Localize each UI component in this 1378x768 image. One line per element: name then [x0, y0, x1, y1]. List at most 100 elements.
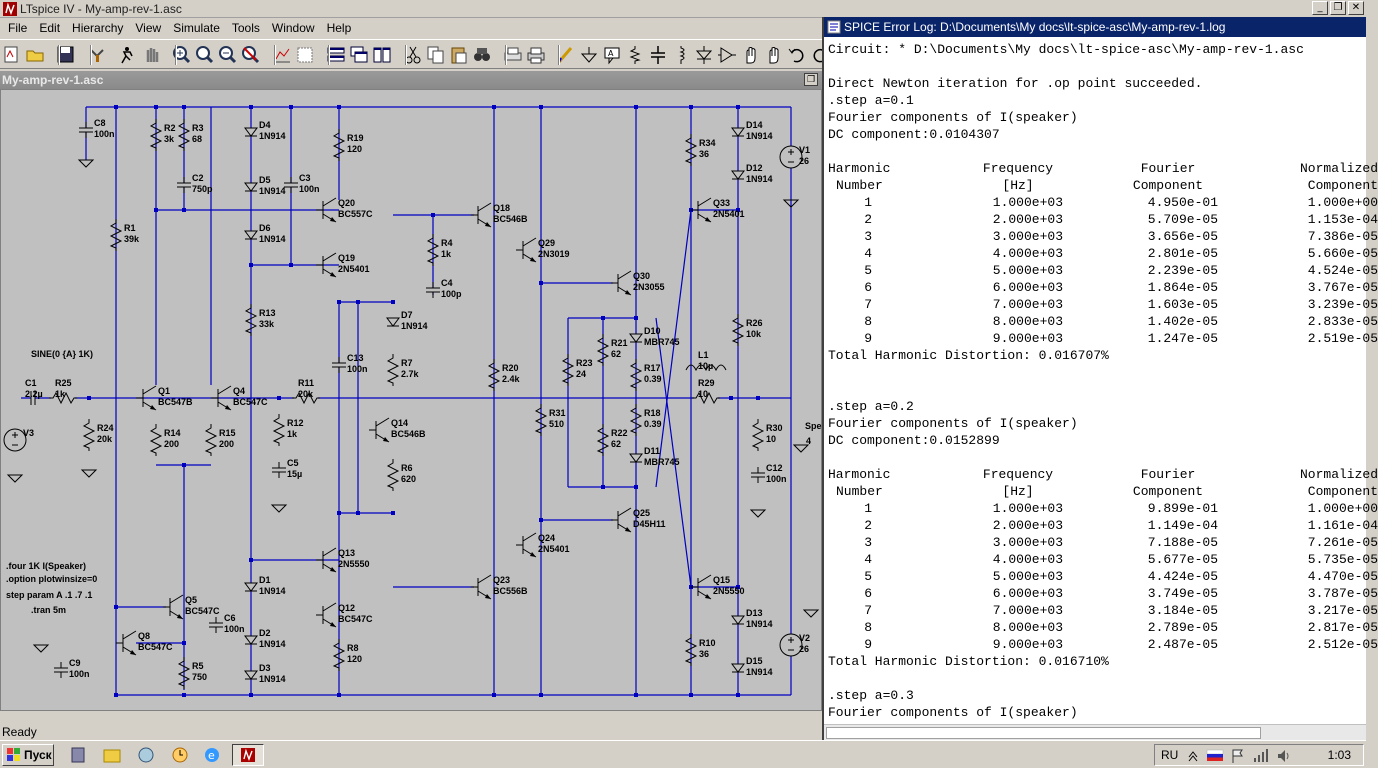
scrollbar-thumb[interactable] [826, 727, 1261, 739]
component-d14[interactable] [731, 127, 745, 137]
component-r31[interactable] [534, 404, 548, 436]
component-c6[interactable] [208, 617, 224, 633]
component-c13[interactable] [331, 357, 347, 373]
minimize-button[interactable]: _ [1312, 1, 1328, 15]
component-r6[interactable] [386, 459, 400, 491]
component-d11[interactable] [629, 453, 643, 463]
component-q18[interactable] [471, 202, 492, 228]
directive-option[interactable]: .option plotwinsize=0 [6, 574, 97, 584]
component-c5[interactable] [271, 462, 287, 478]
paste-icon[interactable] [448, 44, 470, 66]
component-q19[interactable] [316, 252, 337, 278]
component-c9[interactable] [53, 662, 69, 678]
print-icon[interactable] [525, 44, 547, 66]
component-r24[interactable] [82, 419, 96, 451]
component-d7[interactable] [386, 317, 400, 327]
component-d2[interactable] [244, 635, 258, 645]
component-r1[interactable] [109, 219, 123, 251]
tile-vertical-icon[interactable] [371, 44, 393, 66]
component-c12[interactable] [750, 467, 766, 483]
copy-icon[interactable] [425, 44, 447, 66]
source-label[interactable]: SINE(0 {A} 1K) [31, 349, 93, 359]
component-r34[interactable] [684, 134, 698, 166]
component-r22[interactable] [596, 424, 610, 456]
delete-icon[interactable] [294, 44, 316, 66]
component-r10[interactable] [684, 634, 698, 666]
volume-icon[interactable] [1277, 749, 1291, 763]
cascade-icon[interactable] [348, 44, 370, 66]
horizontal-scrollbar[interactable] [824, 724, 1366, 740]
diode-icon[interactable] [693, 44, 715, 66]
menu-edit[interactable]: Edit [39, 21, 61, 35]
menu-hierarchy[interactable]: Hierarchy [72, 21, 124, 35]
component-q30[interactable] [611, 270, 632, 296]
component-q25[interactable] [611, 507, 632, 533]
cut-icon[interactable] [402, 44, 424, 66]
component-d10[interactable] [629, 333, 643, 343]
component-q5[interactable] [163, 594, 184, 620]
component-q14[interactable] [369, 417, 390, 443]
component-q24[interactable] [516, 532, 537, 558]
component-d13[interactable] [731, 615, 745, 625]
component-r2[interactable] [149, 119, 163, 151]
component-r7[interactable] [386, 354, 400, 386]
tray-expand-icon[interactable] [1187, 749, 1199, 763]
component-c1[interactable] [30, 390, 36, 406]
zoom-in-icon[interactable] [171, 44, 193, 66]
label-icon[interactable]: A [601, 44, 623, 66]
component-r3[interactable] [177, 119, 191, 151]
component-v1[interactable] [779, 145, 803, 169]
component-d4[interactable] [244, 127, 258, 137]
component-r25[interactable] [49, 391, 77, 405]
component-c4[interactable] [425, 282, 441, 298]
zoom-fit-icon[interactable] [240, 44, 262, 66]
open-icon[interactable] [25, 44, 47, 66]
move-icon[interactable] [739, 44, 761, 66]
component-r15[interactable] [204, 424, 218, 456]
ground-symbol[interactable] [802, 609, 820, 618]
language-indicator[interactable]: RU [1161, 748, 1179, 762]
component-d12[interactable] [731, 170, 745, 180]
component-r23[interactable] [561, 354, 575, 386]
component-v2[interactable] [779, 633, 803, 657]
quicklaunch-media-icon[interactable] [136, 745, 156, 765]
component-d6[interactable] [244, 230, 258, 240]
component-r8[interactable] [332, 639, 346, 671]
menu-file[interactable]: File [8, 21, 28, 35]
component-d1[interactable] [244, 582, 258, 592]
component-r14[interactable] [149, 424, 163, 456]
clock[interactable]: 1:03 [1327, 748, 1351, 762]
run-icon[interactable] [116, 44, 138, 66]
directive-four[interactable]: .four 1K I(Speaker) [6, 561, 86, 571]
component-c3[interactable] [283, 177, 299, 193]
ground-symbol[interactable] [749, 509, 767, 518]
component-q29[interactable] [516, 237, 537, 263]
component-r26[interactable] [731, 314, 745, 346]
zoom-pan-icon[interactable] [194, 44, 216, 66]
save-icon[interactable] [55, 44, 77, 66]
menu-window[interactable]: Window [271, 21, 315, 35]
schematic-drawing[interactable]: C8100nR23kR368C2750pD41N914D51N914D61N91… [1, 90, 823, 712]
ground-symbol[interactable] [6, 474, 24, 483]
component-q20[interactable] [316, 197, 337, 223]
component-r13[interactable] [244, 304, 258, 336]
undo-icon[interactable] [786, 44, 808, 66]
menu-tools[interactable]: Tools [231, 21, 260, 35]
component-q13[interactable] [316, 547, 337, 573]
restore-child-button[interactable]: ❐ [804, 73, 818, 86]
ground-symbol[interactable] [270, 504, 288, 513]
schematic-tab-title[interactable]: My-amp-rev-1.asc [2, 73, 104, 87]
control-panel-icon[interactable] [87, 44, 109, 66]
ground-symbol[interactable] [32, 644, 50, 653]
component-c2[interactable] [176, 177, 192, 193]
capacitor-icon[interactable] [647, 44, 669, 66]
zoom-out-icon[interactable] [217, 44, 239, 66]
component-d3[interactable] [244, 670, 258, 680]
component-l1[interactable] [685, 364, 727, 372]
component-q23[interactable] [471, 574, 492, 600]
error-log-text[interactable]: Circuit: * D:\Documents\My docs\lt-spice… [828, 41, 1378, 731]
directive-tran[interactable]: .tran 5m [31, 605, 66, 615]
component-q33[interactable] [691, 197, 712, 223]
component-r11[interactable] [292, 391, 320, 405]
